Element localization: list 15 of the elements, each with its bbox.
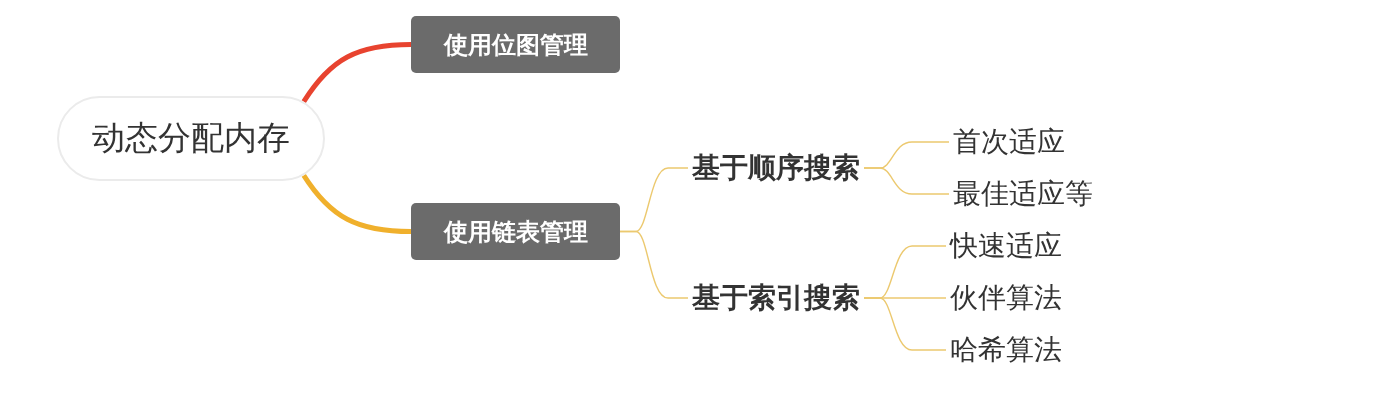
subtopic-text: 基于顺序搜索 — [688, 149, 864, 187]
branch-line — [619, 230, 689, 299]
topic-pill: 动态分配内存 — [57, 96, 325, 181]
leaf-text: 快速适应 — [946, 227, 1066, 265]
topic-box: 使用位图管理 — [411, 16, 620, 73]
leaf-text: 哈希算法 — [946, 331, 1066, 369]
leaf-text: 首次适应 — [949, 123, 1069, 161]
branch-line — [863, 167, 950, 195]
topic-box: 使用链表管理 — [411, 203, 620, 260]
branch-line — [301, 173, 412, 234]
branch-line — [301, 42, 412, 104]
leaf-text: 伙伴算法 — [946, 279, 1066, 317]
branch-line — [863, 297, 947, 351]
subtopic-text: 基于索引搜索 — [688, 279, 864, 317]
leaf-text: 最佳适应等 — [949, 175, 1097, 213]
